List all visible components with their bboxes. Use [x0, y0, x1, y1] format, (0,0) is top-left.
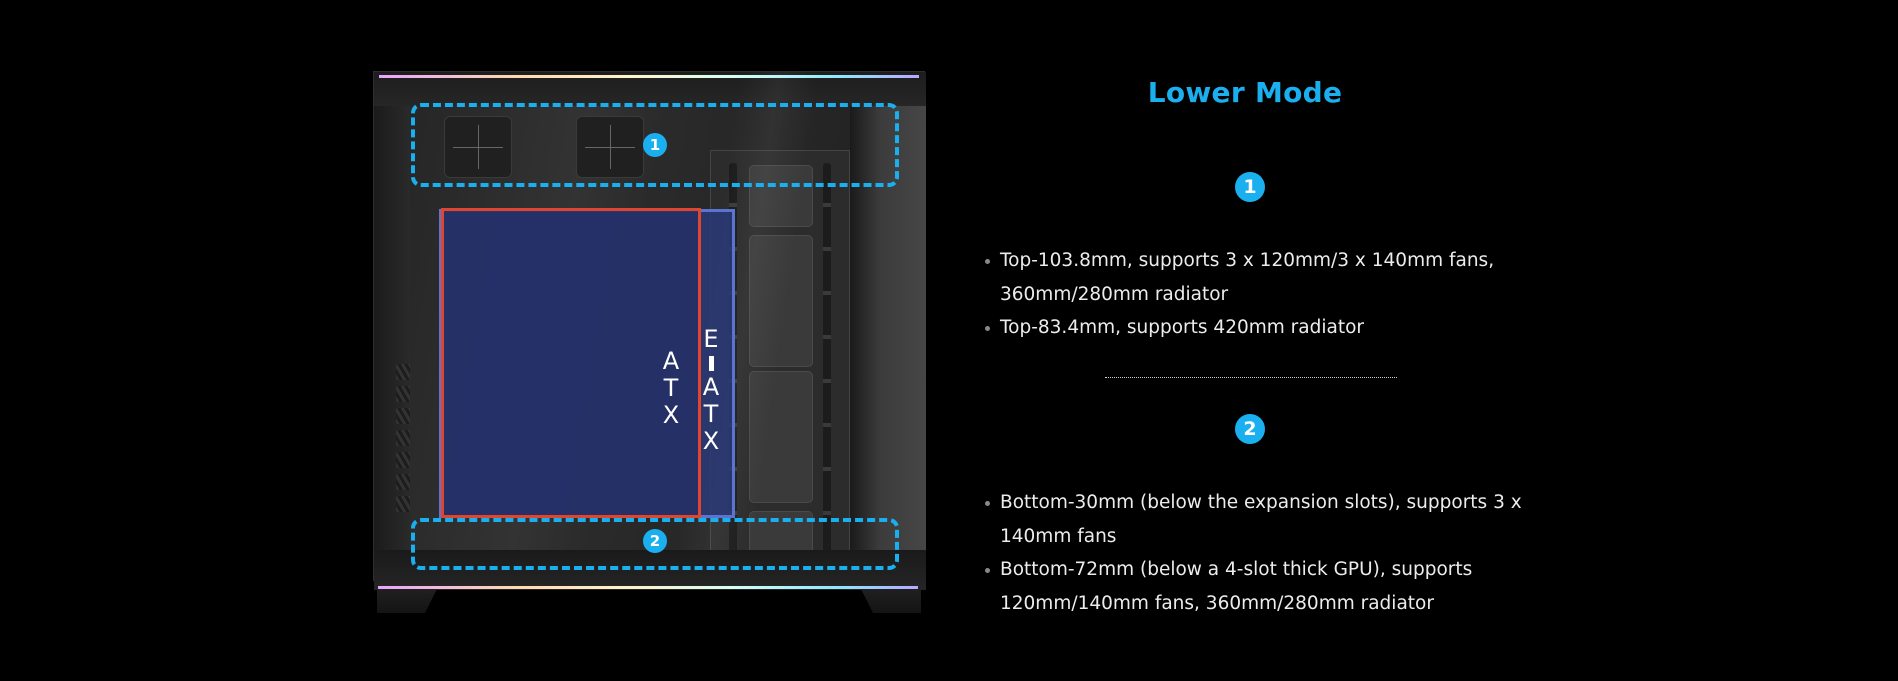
- panel-cover: [749, 235, 813, 367]
- case-foot-right: [861, 589, 921, 613]
- case-rear-frame: [374, 106, 420, 550]
- eatx-dash: [708, 356, 714, 371]
- radiator-info-panel: Lower Mode 1 Top-103.8mm, supports 3 x 1…: [985, 0, 1565, 681]
- panel-cover: [749, 165, 813, 227]
- top-fan-mount: [444, 116, 512, 178]
- pc-case-illustration: A T X E A T X 1 2: [373, 71, 926, 613]
- list-item: Bottom-30mm (below the expansion slots),…: [985, 486, 1545, 553]
- list-item: Top-103.8mm, supports 3 x 120mm/3 x 140m…: [985, 244, 1545, 311]
- zone-badge-1: 1: [1235, 172, 1265, 202]
- bottom-rgb-strip: [378, 586, 918, 589]
- atx-motherboard-outline: [441, 208, 701, 518]
- section-divider: [1105, 377, 1397, 378]
- section-title: Lower Mode: [1147, 76, 1343, 109]
- bullet-icon: [985, 568, 990, 573]
- zone-badge-2: 2: [1235, 414, 1265, 444]
- case-bottom-panel: [374, 550, 926, 590]
- zone-marker-1: 1: [643, 133, 667, 157]
- case-body: A T X E A T X 1 2: [373, 71, 926, 590]
- bullet-icon: [985, 326, 990, 331]
- bottom-radiator-zone: [411, 518, 899, 570]
- top-zone-spec-list: Top-103.8mm, supports 3 x 120mm/3 x 140m…: [985, 244, 1545, 345]
- bullet-icon: [985, 259, 990, 264]
- bullet-icon: [985, 501, 990, 506]
- top-radiator-zone: [411, 103, 899, 187]
- front-glass-panel: [850, 106, 926, 550]
- list-item: Bottom-72mm (below a 4-slot thick GPU), …: [985, 553, 1545, 620]
- list-item: Top-83.4mm, supports 420mm radiator: [985, 311, 1545, 345]
- eatx-label: E A T X: [702, 325, 720, 455]
- bottom-zone-spec-list: Bottom-30mm (below the expansion slots),…: [985, 486, 1545, 620]
- panel-cover: [749, 371, 813, 503]
- zone-marker-2: 2: [643, 529, 667, 553]
- top-rgb-strip: [379, 75, 919, 78]
- panel-rail: [823, 163, 831, 567]
- case-foot-left: [377, 589, 437, 613]
- top-fan-mount: [576, 116, 644, 178]
- atx-label: A T X: [662, 347, 680, 429]
